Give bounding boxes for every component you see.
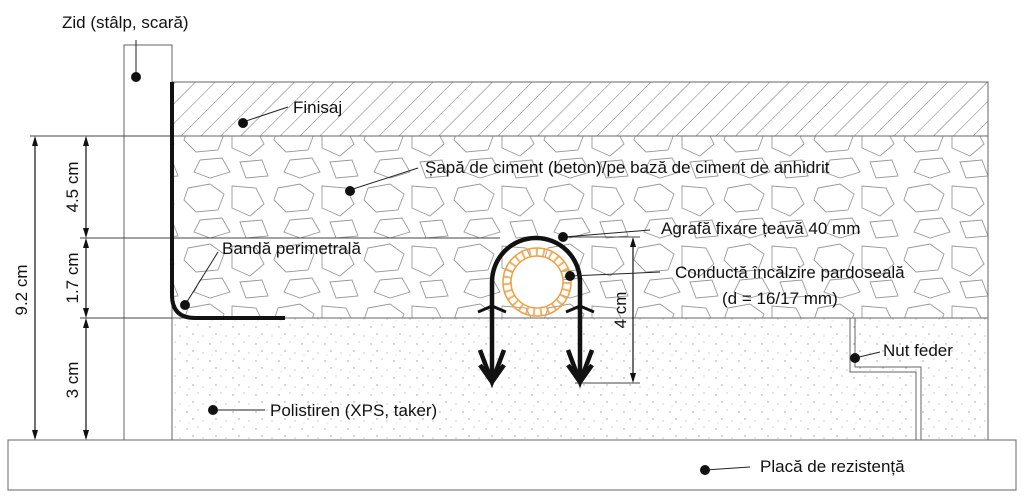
label-screed: Șapă de ciment (beton)/pe bază de ciment…	[425, 158, 830, 177]
dim-screed-bottom: 1.7 cm	[63, 252, 82, 303]
label-band: Bandă perimetrală	[222, 239, 361, 258]
dim-clip-depth: 4 cm	[611, 292, 630, 329]
label-insulation: Polistiren (XPS, taker)	[270, 401, 437, 420]
label-finish: Finisaj	[293, 98, 342, 117]
perimeter-band	[170, 82, 285, 320]
slab	[7, 439, 1017, 491]
label-pipe-diameter: (d = 16/17 mm)	[722, 289, 838, 308]
dim-screed-top: 4.5 cm	[63, 161, 82, 212]
tongue-groove-joint	[849, 318, 922, 440]
label-wall: Zid (stâlp, scară)	[62, 13, 189, 32]
label-slab: Placă de rezistență	[760, 457, 905, 476]
dim-insulation: 3 cm	[63, 362, 82, 399]
label-pipe: Conductă încălzire pardoseală	[675, 263, 905, 282]
heating-pipe	[502, 247, 572, 317]
wall	[123, 44, 173, 441]
dimension-lines	[34, 138, 634, 438]
label-clip: Agrafă fixare țeavă 40 mm	[661, 219, 860, 238]
label-tongue: Nut feder	[883, 341, 953, 360]
finish-layer	[171, 81, 989, 137]
dim-total: 9.2 cm	[12, 264, 31, 315]
pipe-clip	[477, 235, 595, 389]
leader-dots	[131, 72, 860, 475]
